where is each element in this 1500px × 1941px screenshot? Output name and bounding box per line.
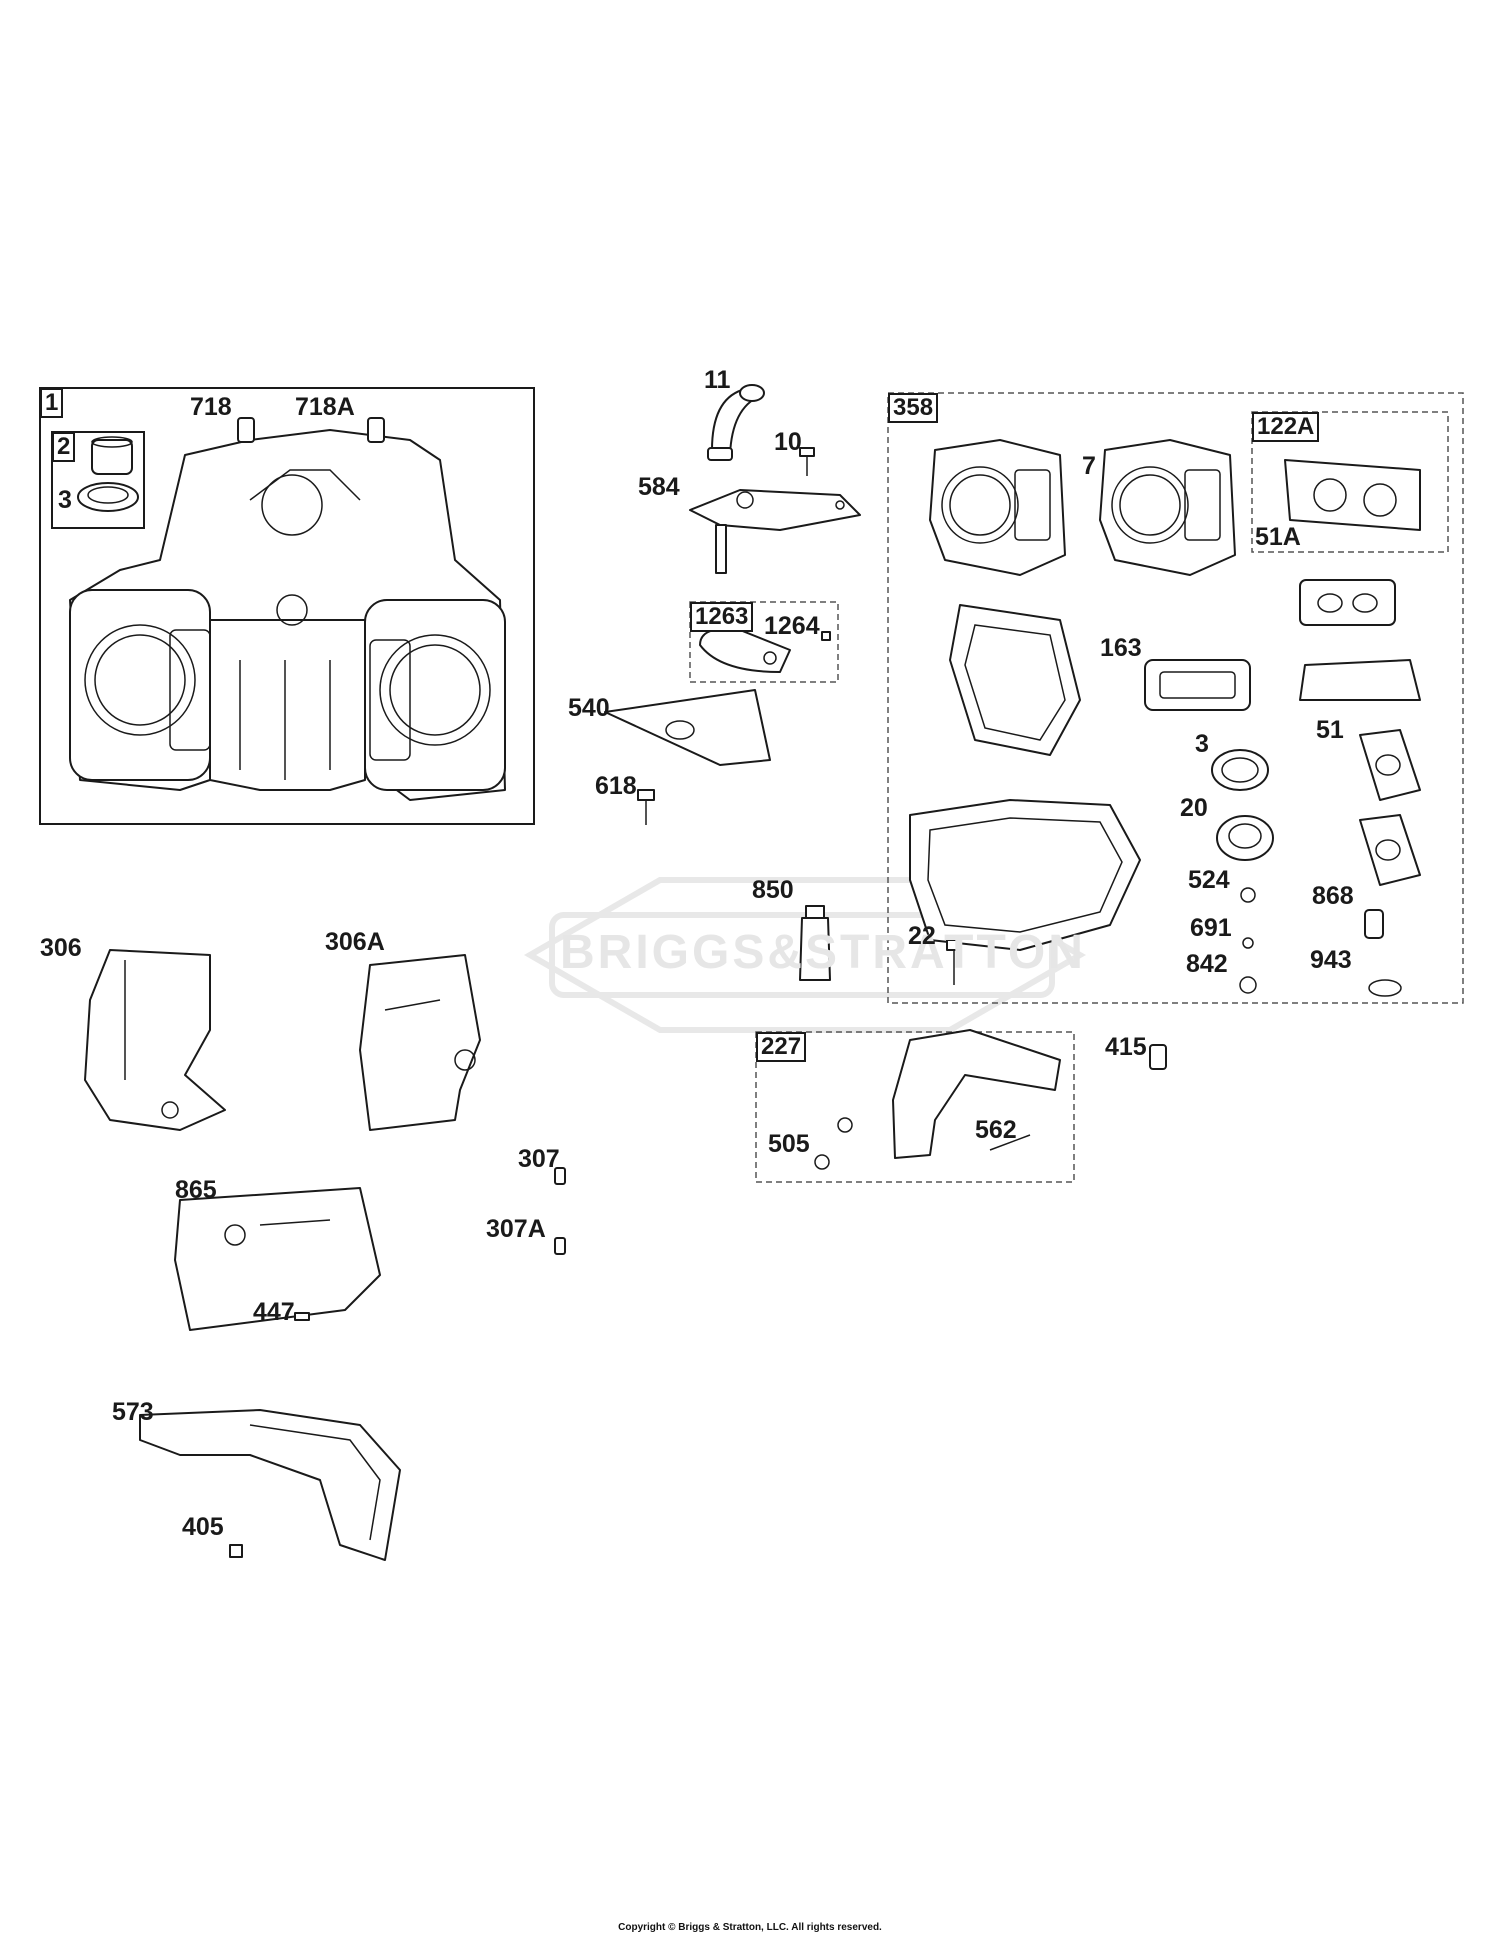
- callout-22[interactable]: 22: [908, 922, 936, 950]
- callout-307[interactable]: 307: [518, 1145, 560, 1173]
- gaskets-51-drawing: [1359, 729, 1421, 886]
- callout-524[interactable]: 524: [1188, 866, 1230, 894]
- bracket-227-drawing: [814, 1029, 1167, 1170]
- callout-358[interactable]: 358: [888, 393, 939, 423]
- valve-cover-gasket-drawing: [949, 604, 1081, 756]
- cylinder-block-drawing: [69, 417, 506, 801]
- breather-tube-drawing: [707, 384, 815, 476]
- assembly-358-frame: [887, 392, 1464, 1004]
- callout-3-seal[interactable]: 3: [58, 486, 72, 514]
- assembly-1263-frame: [689, 601, 839, 683]
- callout-562[interactable]: 562: [975, 1116, 1017, 1144]
- callout-618[interactable]: 618: [595, 772, 637, 800]
- seal-3-drawing: [1211, 749, 1269, 791]
- callout-573[interactable]: 573: [112, 1398, 154, 1426]
- callout-11[interactable]: 11: [704, 366, 731, 394]
- callout-2[interactable]: 2: [52, 432, 76, 462]
- callout-505[interactable]: 505: [768, 1130, 810, 1158]
- head-gasket-right-drawing: [1099, 439, 1236, 576]
- sealant-850-drawing: [799, 905, 831, 981]
- seal-20-drawing: [1216, 815, 1274, 861]
- housing-573-drawing: [139, 1409, 401, 1561]
- callout-1264[interactable]: 1264: [764, 612, 820, 640]
- callout-306a[interactable]: 306A: [325, 928, 385, 956]
- callout-415[interactable]: 415: [1105, 1033, 1147, 1061]
- callout-306[interactable]: 306: [40, 934, 82, 962]
- callout-1[interactable]: 1: [40, 388, 64, 418]
- callout-51[interactable]: 51: [1316, 716, 1344, 744]
- shroud-306a-drawing: [359, 954, 481, 1131]
- screw-618-drawing: [637, 789, 655, 825]
- crankcase-gasket-drawing: [909, 799, 1141, 951]
- cover-1263-drawing: [699, 628, 831, 673]
- assembly-1-frame: [39, 387, 535, 825]
- callout-868[interactable]: 868: [1312, 882, 1354, 910]
- callout-227[interactable]: 227: [756, 1032, 807, 1062]
- callout-943[interactable]: 943: [1310, 946, 1352, 974]
- intake-gasket-122a-drawing: [1284, 459, 1421, 531]
- head-gasket-left-drawing: [929, 439, 1066, 576]
- callout-122a[interactable]: 122A: [1252, 412, 1320, 442]
- gasket-540-drawing: [604, 689, 771, 766]
- assembly-122a-frame: [1251, 411, 1449, 553]
- watermark-text: BRIGGS&STRATTON: [560, 926, 1086, 979]
- callout-3-gasket-set[interactable]: 3: [1195, 730, 1209, 758]
- bushing-seal-drawing: [77, 436, 139, 512]
- breather-plate-drawing: [689, 489, 861, 574]
- callout-51a[interactable]: 51A: [1255, 523, 1301, 551]
- callout-850[interactable]: 850: [752, 876, 794, 904]
- assembly-2-frame: [51, 431, 145, 529]
- small-parts-358-drawing: [946, 887, 1402, 997]
- assembly-227-frame: [755, 1031, 1075, 1183]
- callout-1263[interactable]: 1263: [690, 602, 754, 632]
- callout-10[interactable]: 10: [774, 428, 802, 456]
- gasket-upper-right-drawing: [1299, 579, 1421, 701]
- callout-842[interactable]: 842: [1186, 950, 1228, 978]
- callout-584[interactable]: 584: [638, 473, 680, 501]
- callout-718[interactable]: 718: [190, 393, 232, 421]
- shroud-306-drawing: [84, 949, 226, 1131]
- gasket-163-drawing: [1144, 659, 1251, 711]
- callout-307a[interactable]: 307A: [486, 1215, 546, 1243]
- copyright-text: Copyright © Briggs & Stratton, LLC. All …: [618, 1922, 882, 1933]
- callout-20[interactable]: 20: [1180, 794, 1208, 822]
- callout-405[interactable]: 405: [182, 1513, 224, 1541]
- screws-307-drawing: [554, 1167, 566, 1255]
- callout-7[interactable]: 7: [1082, 452, 1096, 480]
- callout-163[interactable]: 163: [1100, 634, 1142, 662]
- callout-447[interactable]: 447: [253, 1298, 295, 1326]
- callout-718a[interactable]: 718A: [295, 393, 355, 421]
- callout-691[interactable]: 691: [1190, 914, 1232, 942]
- callout-540[interactable]: 540: [568, 694, 610, 722]
- baffle-865-drawing: [174, 1187, 381, 1331]
- callout-865[interactable]: 865: [175, 1176, 217, 1204]
